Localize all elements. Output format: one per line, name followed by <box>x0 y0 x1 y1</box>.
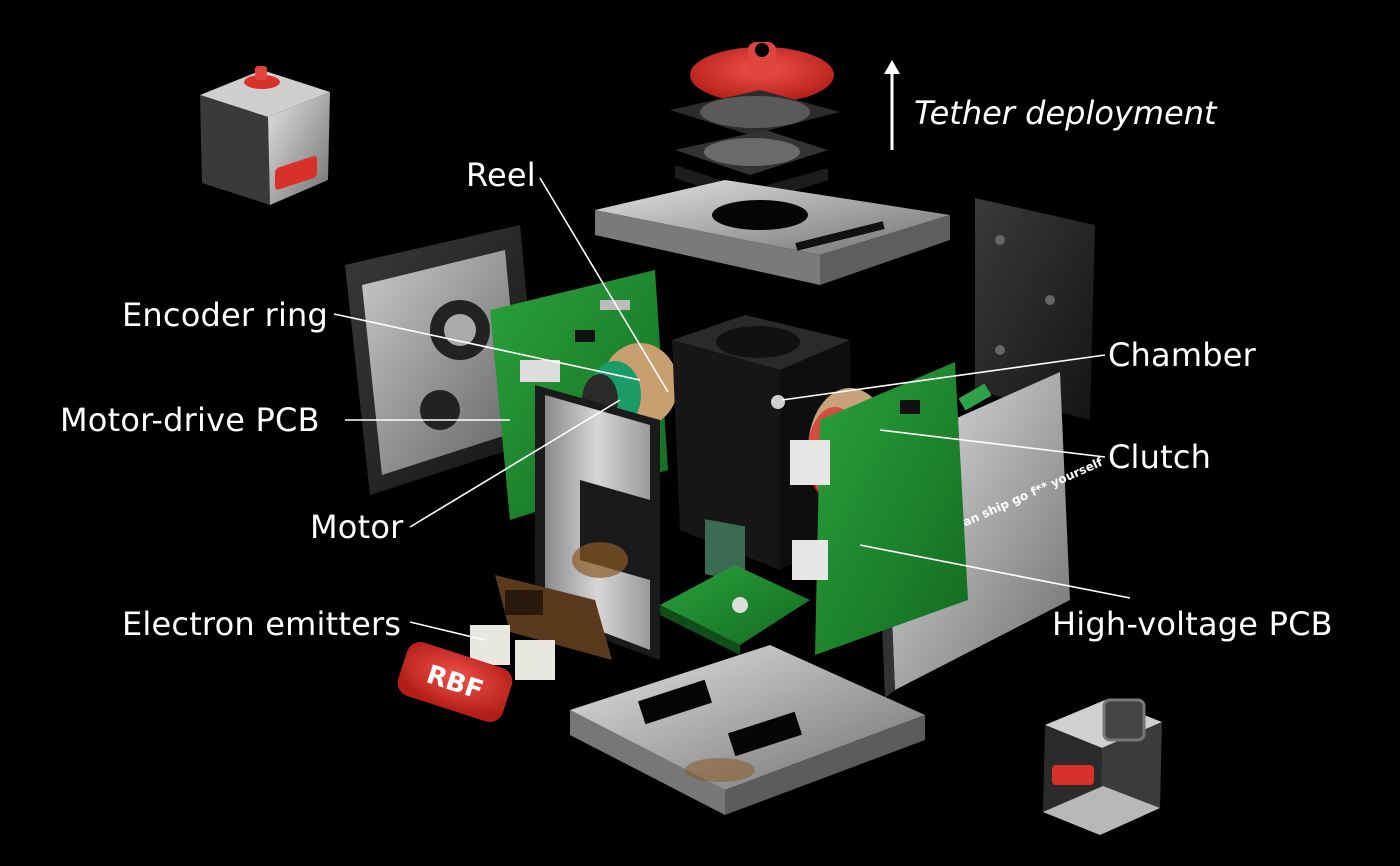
bottom-plate <box>570 645 925 815</box>
motor-leader <box>409 399 621 528</box>
reel-leader <box>539 177 669 393</box>
electron-emitters-label: Electron emitters <box>122 605 402 643</box>
reel-label: Reel <box>466 156 536 194</box>
tether-arrow <box>884 60 900 150</box>
assembled-unit-bottom-right <box>1043 698 1162 835</box>
encoder-ring-label: Encoder ring <box>122 296 329 334</box>
chamber-label: Chamber <box>1108 336 1256 374</box>
motor-drive-pcb-label: Motor-drive PCB <box>60 401 320 439</box>
emitter-bracket <box>470 575 612 680</box>
encoder-ring-leader <box>333 313 641 381</box>
tether-deployment-title: Tether deployment <box>914 94 1217 132</box>
red-pull-cap <box>690 42 834 103</box>
high-voltage-pcb-leader <box>859 544 1131 599</box>
right-back-panel <box>975 198 1095 420</box>
left-frame <box>535 385 660 660</box>
rbf-badge: RBF <box>397 642 513 722</box>
assembled-unit-top-left <box>200 66 330 205</box>
high-voltage-pcb-label: High-voltage PCB <box>1052 605 1333 643</box>
top-plate <box>595 180 950 285</box>
leader-lines <box>333 177 1131 641</box>
motor-label: Motor <box>310 508 404 546</box>
clutch-label: Clutch <box>1108 438 1212 476</box>
electron-emitters-leader <box>409 621 486 641</box>
clutch-leader <box>879 429 1106 458</box>
small-pcb <box>660 565 810 655</box>
chamber-leader <box>781 354 1106 401</box>
left-side-panel <box>345 225 540 495</box>
